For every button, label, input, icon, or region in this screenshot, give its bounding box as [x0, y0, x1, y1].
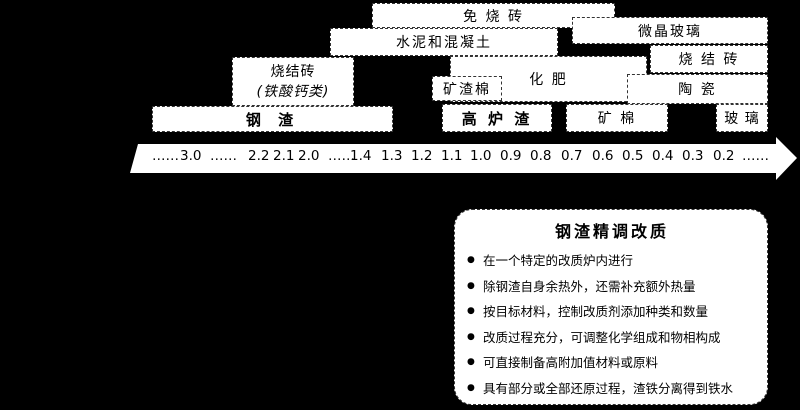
blast-furnace-slag-box: 高 炉 渣 [442, 104, 552, 132]
panel-list-item: 在一个特定的改质炉内进行 [467, 248, 757, 274]
steel-slag-box: 钢 渣 [152, 106, 393, 132]
scale-tick: 1.1 [441, 148, 463, 164]
panel-list-item: 改质过程充分，可调整化学组成和物相构成 [467, 325, 757, 351]
cement-concrete-box: 水泥和混凝土 [330, 28, 558, 56]
steel-slag-refining-panel: 钢渣精调改质 在一个特定的改质炉内进行除钢渣自身余热外，还需补充额外热量按目标材… [454, 209, 768, 405]
fired-brick-box: 烧结砖 (铁酸钙类) [232, 57, 354, 106]
scale-tick: 0.2 [713, 148, 735, 164]
scale-tick: 1.3 [381, 148, 403, 164]
fired-brick-right-label: 烧 结 砖 [678, 52, 740, 68]
free-burning-brick-label: 免 烧 砖 [463, 8, 524, 25]
scale-tick: 0.3 [682, 148, 704, 164]
chemical-fertilizer-label: 化 肥 [529, 72, 568, 88]
blast-furnace-slag-label: 高 炉 渣 [461, 109, 533, 128]
mineral-wool-label: 矿 棉 [597, 111, 637, 127]
cement-concrete-label: 水泥和混凝土 [396, 35, 492, 51]
scale-tick: 3.0 [180, 148, 202, 164]
ceramic-box: 陶 瓷 [627, 74, 768, 104]
scale-tick: 0.8 [530, 148, 552, 164]
panel-list-item: 除钢渣自身余热外，还需补充额外热量 [467, 274, 757, 300]
scale-tick: 1.0 [470, 148, 492, 164]
scale-tick: …… [152, 148, 179, 164]
panel-list-item: 具有部分或全部还原过程，渣铁分离得到铁水 [467, 376, 757, 402]
panel-list-item: 可直接制备高附加值材料或原料 [467, 350, 757, 376]
mineral-wool-box: 矿 棉 [566, 104, 668, 132]
slag-wool-label: 矿渣棉 [443, 81, 491, 98]
scale-tick: 2.0 [298, 148, 320, 164]
ceramic-label: 陶 瓷 [678, 82, 717, 98]
scale-tick: 0.5 [622, 148, 644, 164]
scale-tick: 0.6 [592, 148, 614, 164]
scale-tick: 1.4 [350, 148, 372, 164]
slag-wool-box: 矿渣棉 [432, 76, 502, 101]
fired-brick-sublabel: (铁酸钙类) [256, 83, 330, 100]
scale-tick: 0.7 [561, 148, 583, 164]
scale-tick: 2.2 [248, 148, 270, 164]
scale-tick: …… [328, 148, 355, 164]
fired-brick-label: 烧结砖 [270, 63, 316, 80]
scale-tick: …… [742, 148, 769, 164]
scale-tick: 0.4 [652, 148, 674, 164]
panel-list: 在一个特定的改质炉内进行除钢渣自身余热外，还需补充额外热量按目标材料，控制改质剂… [467, 248, 757, 401]
free-burning-brick-box: 免 烧 砖 [372, 3, 615, 28]
glass-box: 玻 璃 [716, 104, 768, 132]
panel-title: 钢渣精调改质 [554, 222, 669, 241]
scale-tick: …… [210, 148, 237, 164]
panel-list-item: 按目标材料，控制改质剂添加种类和数量 [467, 299, 757, 325]
scale-tick: 1.2 [411, 148, 433, 164]
scale-tick: 0.9 [500, 148, 522, 164]
glass-ceramic-box: 微晶玻璃 [572, 17, 768, 44]
glass-ceramic-label: 微晶玻璃 [638, 23, 702, 40]
steel-slag-label: 钢 渣 [245, 110, 300, 129]
scale-tick: 2.1 [273, 148, 295, 164]
glass-label: 玻 璃 [724, 111, 760, 127]
fired-brick-right-box: 烧 结 砖 [650, 45, 768, 73]
